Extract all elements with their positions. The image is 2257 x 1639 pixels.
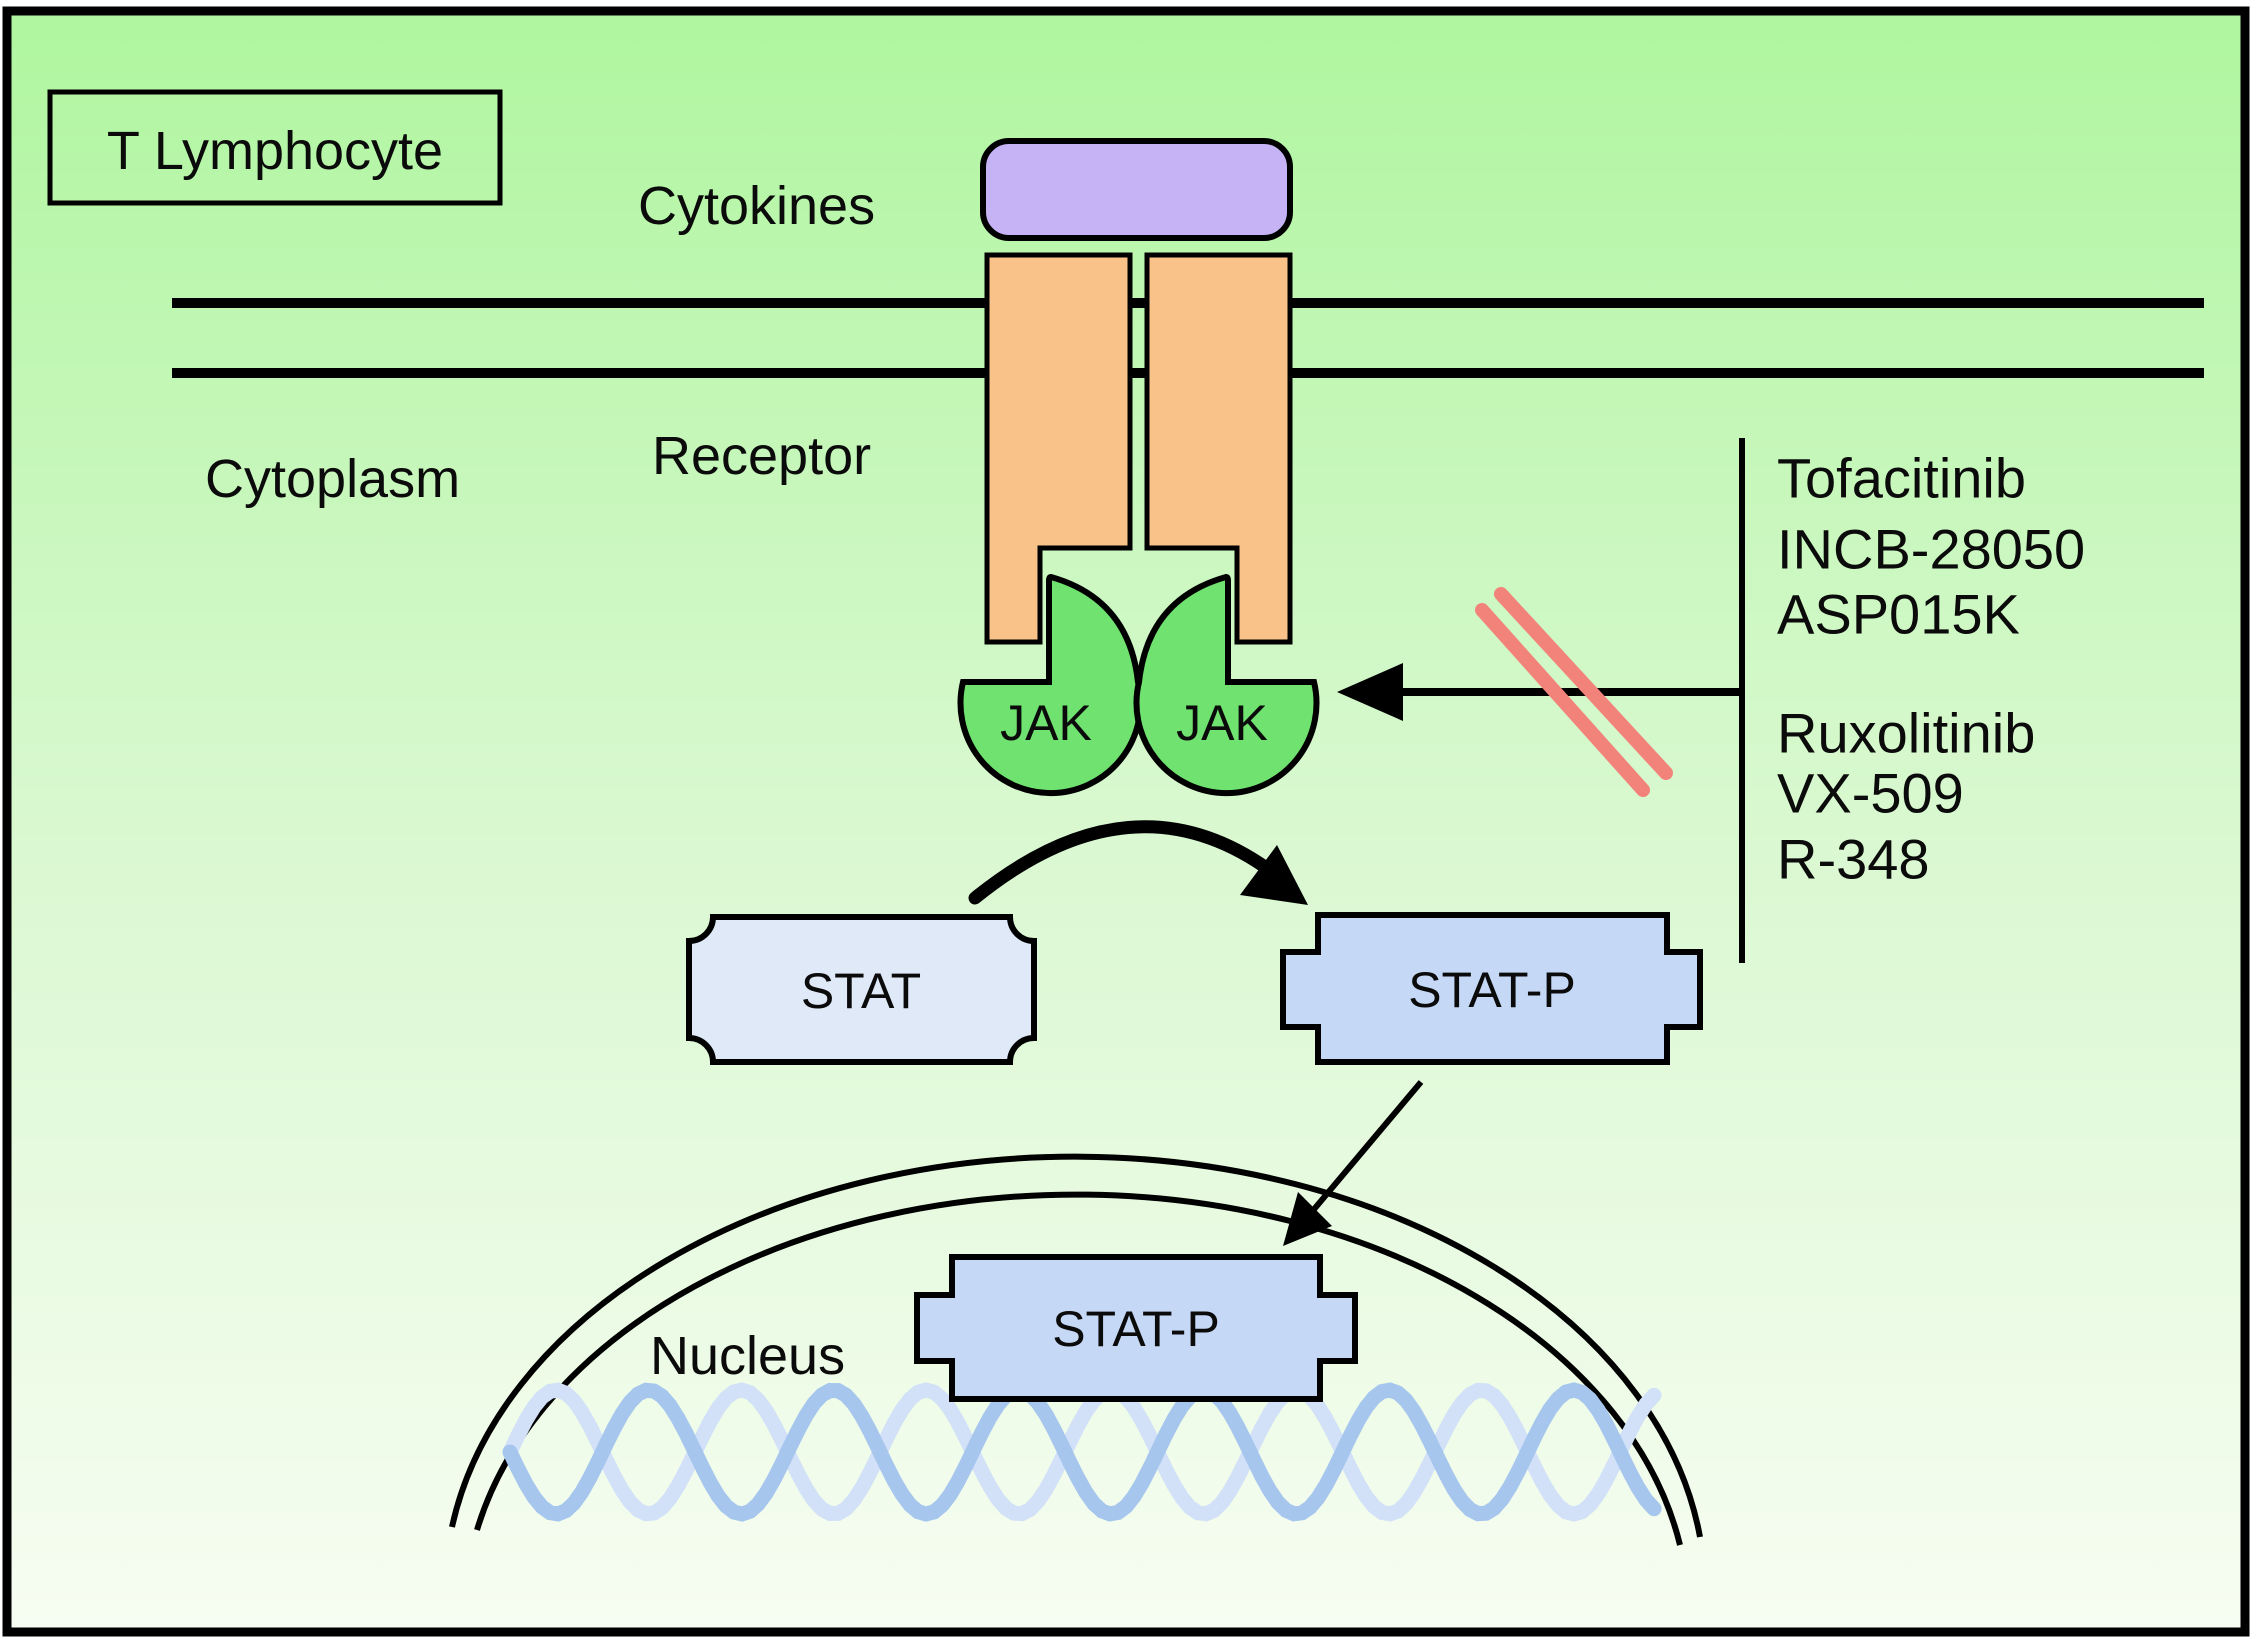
receptor-chain-left <box>984 252 1133 645</box>
cytokines-label: Cytokines <box>638 176 875 236</box>
inhibition-arrowhead-icon <box>1337 663 1403 721</box>
stat-p-shape <box>1280 912 1703 1065</box>
drug-r-348: R-348 <box>1777 828 1930 891</box>
block-slash-icon-1 <box>1475 603 1650 797</box>
translocation-arrow-line <box>1302 1080 1424 1222</box>
t-lymphocyte-box <box>47 89 503 206</box>
cytokine-ligand <box>980 138 1293 241</box>
jak-right-label: JAK <box>1176 695 1268 751</box>
jak-right-shape <box>1133 573 1320 797</box>
jak-left-label: JAK <box>1000 695 1092 751</box>
inhibitor-list-group2: Ruxolitinib VX-509 R-348 <box>1777 702 2035 891</box>
stat-p-nuclear-shape <box>914 1254 1358 1402</box>
drug-ruxolitinib: Ruxolitinib <box>1777 702 2035 765</box>
stat-label: STAT <box>801 963 921 1019</box>
nucleus-label: Nucleus <box>650 1326 845 1386</box>
stat-shape <box>686 914 1037 1065</box>
drug-incb-28050: INCB-28050 <box>1777 518 2085 581</box>
receptor-label: Receptor <box>652 426 871 486</box>
cytoplasm-label: Cytoplasm <box>205 449 460 509</box>
t-lymphocyte-label: T Lymphocyte <box>107 121 443 181</box>
drug-asp015k: ASP015K <box>1777 583 2020 646</box>
jak-left-shape <box>957 573 1144 797</box>
nuclear-envelope-outer-arc <box>449 1153 1703 1538</box>
dna-strand-back <box>502 1382 1662 1522</box>
phosphorylation-arrowhead-icon <box>1240 845 1308 905</box>
stat-p-nuclear-label: STAT-P <box>1052 1301 1220 1357</box>
phosphorylation-arrow-curve <box>968 820 1279 905</box>
drug-tofacitinib: Tofacitinib <box>1777 447 2026 510</box>
dna-strand-front <box>502 1382 1662 1522</box>
nuclear-envelope-inner-arc <box>474 1191 1683 1546</box>
block-slash-icon-2 <box>1494 587 1673 780</box>
translocation-arrowhead-icon <box>1283 1192 1332 1246</box>
drug-vx-509: VX-509 <box>1777 762 1964 825</box>
stat-p-label: STAT-P <box>1408 962 1576 1018</box>
inhibitor-list-group1: Tofacitinib INCB-28050 ASP015K <box>1777 447 2085 646</box>
receptor-chain-right <box>1144 252 1293 645</box>
